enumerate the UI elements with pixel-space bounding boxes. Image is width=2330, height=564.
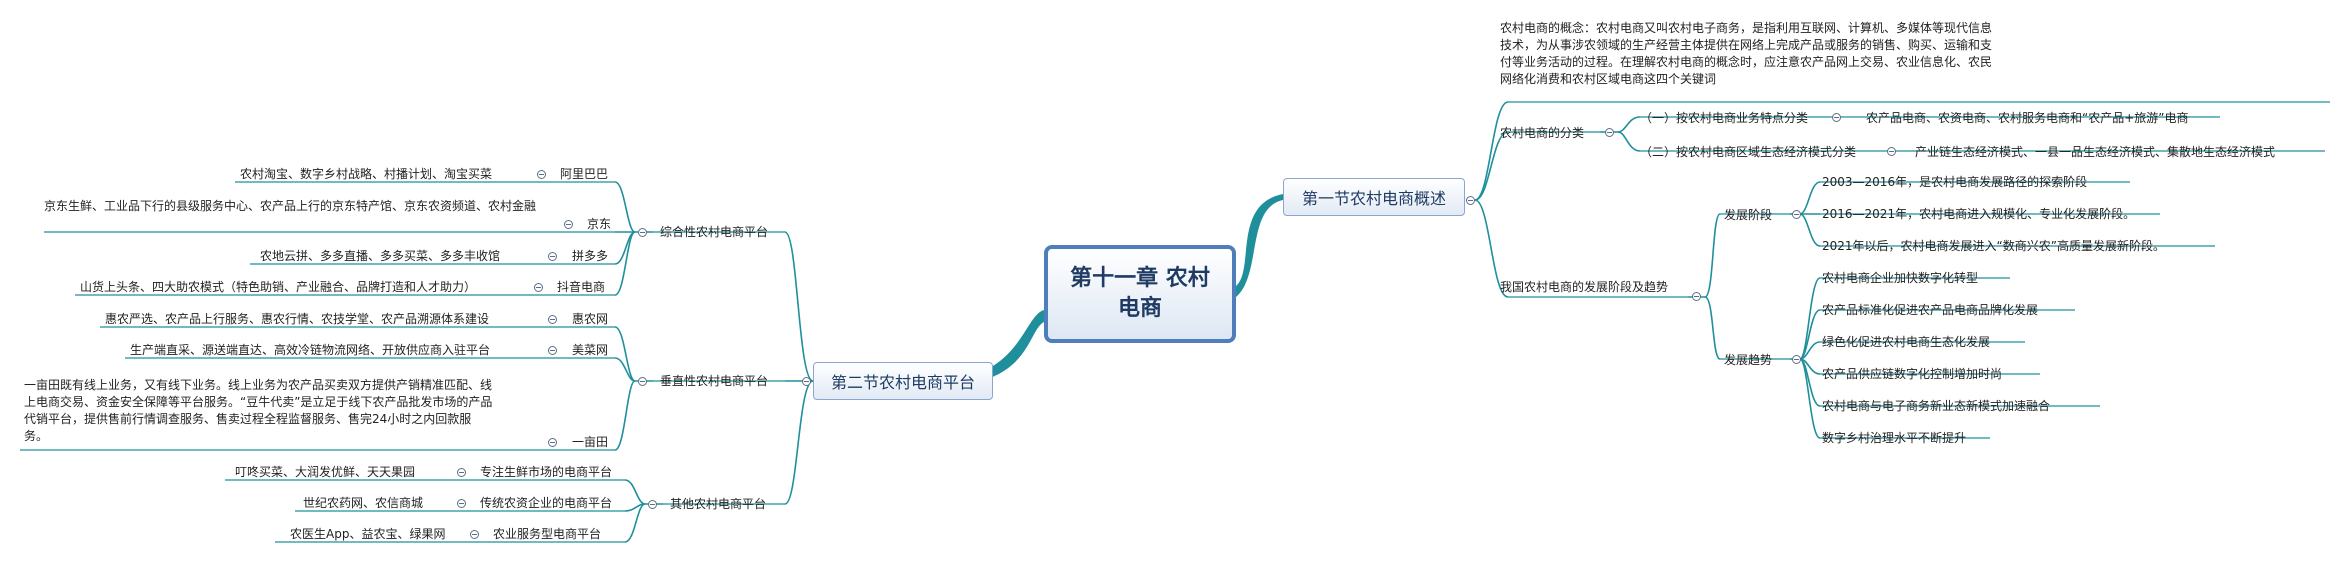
group3-collapse-toggle[interactable]	[648, 500, 657, 509]
classification-collapse-toggle[interactable]	[1605, 128, 1614, 137]
g2-item-3-toggle[interactable]	[548, 438, 557, 447]
g3-item-3-toggle[interactable]	[470, 530, 479, 539]
link-g3-3	[624, 503, 646, 543]
g3-item-1-name: 专注生鲜市场的电商平台	[480, 465, 613, 479]
g1-item-4-toggle[interactable]	[534, 283, 543, 292]
g1-item-3-toggle[interactable]	[548, 252, 557, 261]
stage-item-2: 2016—2021年，农村电商进入规模化、专业化发展阶段。	[1822, 207, 2136, 221]
g3-item-1-toggle[interactable]	[457, 468, 466, 477]
link-trends	[1704, 296, 1721, 360]
class-item-2-detail: 产业链生态经济模式、一县一品生态经济模式、集散地生态经济模式	[1915, 145, 2276, 159]
group1-collapse-toggle[interactable]	[638, 228, 647, 237]
g1-item-2-detail: 京东生鲜、工业品下行的县级服务中心、农产品上行的京东特产馆、京东农资频道、农村金…	[44, 199, 537, 213]
development-collapse-toggle[interactable]	[1692, 292, 1701, 301]
link-g1-1	[614, 181, 636, 233]
g2-item-3-detail: 一亩田既有线上业务，又有线下业务。线上业务为农产品买卖双方提供产销精准匹配、线上…	[24, 378, 493, 443]
class-item-2-toggle[interactable]	[1887, 147, 1896, 156]
link-stages	[1704, 213, 1721, 298]
development-node: 我国农村电商的发展阶段及趋势	[1500, 280, 1669, 294]
trend-item-6: 数字乡村治理水平不断提升	[1822, 431, 1967, 445]
stages-node: 发展阶段	[1724, 208, 1773, 222]
classification-node: 农村电商的分类	[1500, 126, 1585, 140]
link-stage-1	[1799, 181, 1821, 215]
link-trend-1	[1799, 277, 1821, 360]
g3-item-3-detail: 农医生App、益农宝、绿果网	[290, 527, 446, 541]
group1-node: 综合性农村电商平台	[660, 225, 769, 239]
g3-item-2-name: 传统农资企业的电商平台	[480, 496, 613, 510]
link-g2-3	[614, 380, 636, 451]
g2-item-3-name: 一亩田	[572, 435, 609, 449]
link-trend-3	[1799, 341, 1821, 360]
trend-item-5: 农村电商与电子商务新业态新模式加速融合	[1822, 399, 2051, 413]
class-item-1-toggle[interactable]	[1832, 113, 1841, 122]
class-item-1-label: （一）按农村电商业务特点分类	[1640, 111, 1809, 125]
link-development	[1474, 199, 1509, 298]
link-g2-2	[614, 357, 636, 382]
trends-collapse-toggle[interactable]	[1792, 355, 1801, 364]
g2-item-2-detail: 生产端直采、源送端直达、高效冷链物流网络、开放供应商入驻平台	[130, 343, 491, 357]
g1-item-3-detail: 农地云拼、多多直播、多多买菜、多多丰收馆	[260, 249, 501, 263]
g3-item-2-detail: 世纪农药网、农信商城	[303, 496, 424, 510]
link-concept	[1474, 101, 1509, 201]
g2-item-1-name: 惠农网	[572, 312, 609, 326]
link-stage-3	[1799, 213, 1821, 247]
link-trend-6	[1799, 358, 1821, 439]
stages-collapse-toggle[interactable]	[1792, 210, 1801, 219]
section1-topic[interactable]: 第一节农村电商概述	[1283, 178, 1465, 216]
link-class-2	[1617, 131, 1641, 152]
g1-item-1-detail: 农村淘宝、数字乡村战略、村播计划、淘宝买菜	[240, 167, 493, 181]
g2-item-1-toggle[interactable]	[548, 315, 557, 324]
group2-node: 垂直性农村电商平台	[660, 374, 769, 388]
link-classification	[1474, 131, 1509, 201]
class-item-2-label: （二）按农村电商区域生态经济模式分类	[1640, 145, 1857, 159]
g1-item-4-name: 抖音电商	[557, 280, 606, 294]
g1-item-2-name: 京东	[587, 217, 612, 231]
link-g3-1	[624, 479, 646, 505]
group3-node: 其他农村电商平台	[670, 497, 767, 511]
trend-item-3: 绿色化促进农村电商生态化发展	[1822, 335, 1991, 349]
trend-item-1: 农村电商企业加快数字化转型	[1822, 271, 1979, 285]
g2-item-2-toggle[interactable]	[548, 346, 557, 355]
g1-item-2-toggle[interactable]	[564, 220, 573, 229]
g3-item-1-detail: 叮咚买菜、大润发优鲜、天天果园	[235, 465, 416, 479]
stage-item-1: 2003—2016年，是农村电商发展路径的探索阶段	[1822, 175, 2088, 189]
concept-text: 农村电商的概念：农村电商又叫农村电子商务，是指利用互联网、计算机、多媒体等现代信…	[1500, 21, 1993, 86]
link-group-1	[784, 231, 814, 382]
stage-item-3: 2021年以后，农村电商发展进入“数商兴农”高质量发展新阶段。	[1822, 239, 2165, 253]
trend-item-2: 农产品标准化促进农产品电商品牌化发展	[1822, 303, 2039, 317]
section2-collapse-toggle[interactable]	[802, 377, 811, 386]
g3-item-2-toggle[interactable]	[457, 499, 466, 508]
g2-item-2-name: 美菜网	[572, 343, 609, 357]
class-item-1-detail: 农产品电商、农资电商、农村服务电商和“农产品+旅游”电商	[1866, 111, 2189, 125]
g1-item-4-detail: 山货上头条、四大助农模式（特色助销、产业融合、品牌打造和人才助力）	[80, 280, 477, 294]
g2-item-1-detail: 惠农严选、农产品上行服务、惠农行情、农技学堂、农产品溯源体系建设	[105, 312, 490, 326]
root-branch-right	[1236, 194, 1283, 297]
trends-node: 发展趋势	[1724, 353, 1773, 367]
link-group-3	[784, 380, 814, 505]
g1-item-1-name: 阿里巴巴	[560, 167, 609, 181]
g1-item-3-name: 拼多多	[572, 249, 609, 263]
link-class-1	[1617, 116, 1641, 133]
section1-collapse-toggle[interactable]	[1466, 196, 1475, 205]
root-topic[interactable]: 第十一章 农村电商	[1044, 245, 1236, 343]
g3-item-3-name: 农业服务型电商平台	[493, 527, 602, 541]
link-g2-1	[614, 326, 636, 382]
g1-item-1-toggle[interactable]	[537, 170, 546, 179]
link-g1-4	[614, 231, 636, 296]
group2-collapse-toggle[interactable]	[638, 377, 647, 386]
section2-topic[interactable]: 第二节农村电商平台	[813, 362, 993, 400]
trend-item-4: 农产品供应链数字化控制增加时尚	[1822, 367, 2003, 381]
